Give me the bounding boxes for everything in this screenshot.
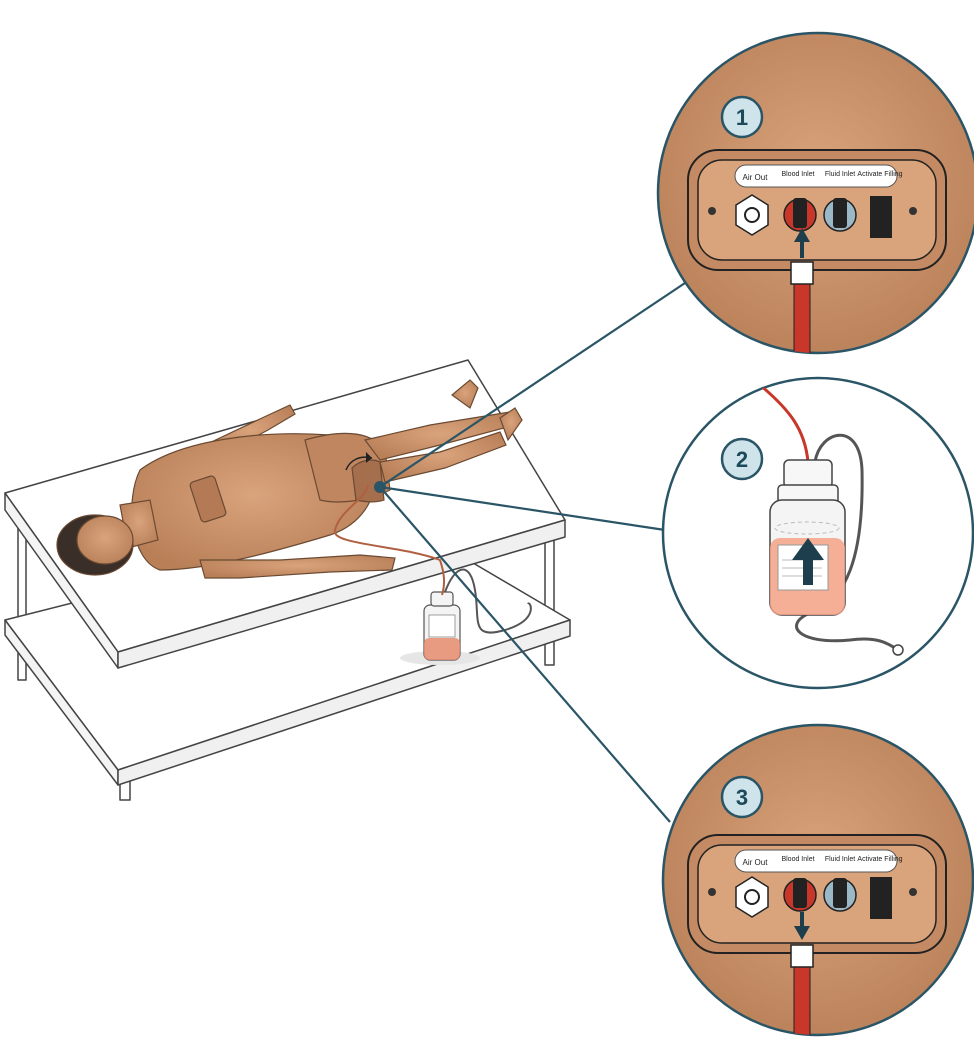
patient-manikin <box>56 379 523 579</box>
step-badge-1: 1 <box>736 105 748 130</box>
panel-label-blood-inlet: Blood Inlet <box>781 856 814 863</box>
panel-label-blood-inlet: Blood Inlet <box>781 171 814 178</box>
step-badge-2: 2 <box>736 447 748 472</box>
callout-step-3: Air Out Blood Inlet Fluid Inlet Activate… <box>661 723 974 1037</box>
panel-label-activate-filling: Activate Filling <box>857 856 902 863</box>
panel-label-fluid-inlet: Fluid Inlet <box>825 171 855 178</box>
leader-lines <box>379 282 686 823</box>
step-badge-3: 3 <box>736 785 748 810</box>
up-arrow-icon <box>792 538 824 560</box>
down-arrow-icon <box>794 926 810 940</box>
fluid-bottle <box>400 568 532 665</box>
up-arrow-icon <box>794 228 810 242</box>
panel-label-fluid-inlet: Fluid Inlet <box>825 856 855 863</box>
callout-step-1: Air Out Blood Inlet Fluid Inlet Activate… <box>656 31 974 355</box>
callout-step-2: 2 <box>661 376 974 690</box>
panel-label-activate-filling: Activate Filling <box>857 171 902 178</box>
panel-label-air-out: Air Out <box>743 173 769 182</box>
panel-label-air-out: Air Out <box>743 858 769 867</box>
